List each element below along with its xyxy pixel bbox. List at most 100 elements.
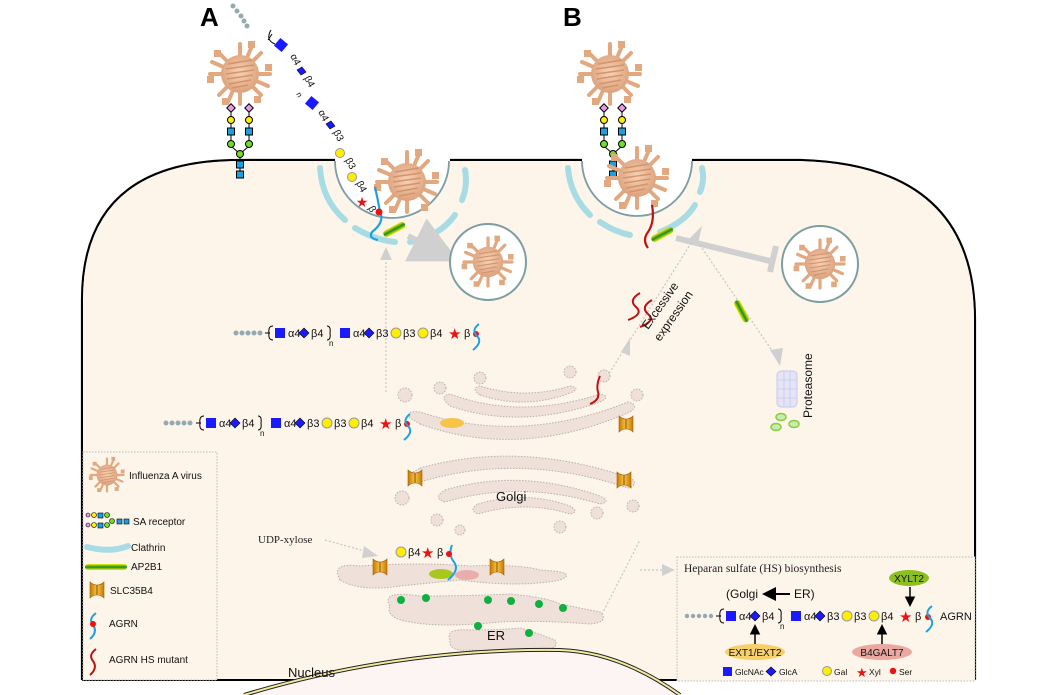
xylt2-enzyme bbox=[429, 569, 453, 579]
trafficking-arrow-b bbox=[604, 231, 699, 381]
ap2b1-icon bbox=[651, 226, 674, 242]
svg-text:★: ★ bbox=[379, 416, 392, 433]
svg-text:β: β bbox=[365, 204, 378, 214]
gal-circle-icon bbox=[841, 610, 853, 622]
svg-text:β3: β3 bbox=[330, 128, 345, 144]
svg-text:n: n bbox=[294, 91, 304, 99]
virus-icon bbox=[205, 39, 274, 107]
udp-xylose-arrow bbox=[324, 539, 369, 553]
legend-label: AGRN HS mutant bbox=[109, 655, 188, 666]
svg-text:β4: β4 bbox=[361, 418, 373, 430]
glcnac-square-icon bbox=[723, 667, 732, 676]
ap2b1-icon bbox=[85, 564, 127, 570]
diagonal-hs-chain: α4 β4 n α4 β3 β3 β4 ★ β bbox=[230, 3, 378, 215]
svg-text:β3: β3 bbox=[854, 611, 866, 623]
legend-label: SLC35B4 bbox=[110, 586, 153, 597]
b4galt7-label: B4GALT7 bbox=[860, 648, 904, 659]
glcnac-square-icon bbox=[726, 611, 736, 621]
panel-label-a: A bbox=[200, 2, 219, 32]
hs-box-title: Heparan sulfate (HS) biosynthesis bbox=[684, 563, 842, 575]
svg-text:GlcNAc: GlcNAc bbox=[735, 667, 765, 677]
svg-text:β3: β3 bbox=[334, 418, 346, 430]
svg-text:β: β bbox=[915, 611, 921, 623]
agrn-icon bbox=[447, 544, 457, 581]
ser-dot-icon bbox=[889, 667, 897, 675]
ap2b1-icon bbox=[734, 300, 750, 323]
panel-label-b: B bbox=[563, 2, 582, 32]
b4galt7-enzyme bbox=[852, 644, 912, 660]
ext-label: EXT1/EXT2 bbox=[729, 648, 782, 659]
cell-membrane bbox=[80, 158, 977, 680]
gal-circle-icon bbox=[868, 610, 880, 622]
svg-text:β4: β4 bbox=[301, 74, 316, 90]
svg-text:β: β bbox=[437, 547, 443, 559]
ribosome-dots bbox=[397, 594, 567, 637]
svg-text:β: β bbox=[395, 418, 401, 430]
gal-circle-icon bbox=[822, 666, 832, 676]
proteasome-icon bbox=[770, 370, 800, 432]
svg-text:β3: β3 bbox=[376, 328, 388, 340]
glca-diamond-icon bbox=[749, 610, 761, 622]
nucleus bbox=[244, 649, 680, 695]
svg-text:α4: α4 bbox=[288, 328, 300, 340]
svg-text:β4: β4 bbox=[430, 328, 442, 340]
svg-text:Ser: Ser bbox=[899, 667, 912, 677]
legend-label: SA receptor bbox=[133, 517, 186, 528]
svg-text:★: ★ bbox=[421, 545, 434, 562]
er-hs-fragment: β4 ★ β bbox=[395, 545, 452, 562]
svg-text:α4: α4 bbox=[804, 611, 816, 623]
inhibition-bar bbox=[767, 245, 779, 273]
legend-label: AGRN bbox=[109, 619, 138, 630]
svg-text:β3: β3 bbox=[827, 611, 839, 623]
svg-text:α4: α4 bbox=[315, 108, 330, 124]
endocytic-pit-b bbox=[581, 160, 693, 217]
svg-text:β4: β4 bbox=[311, 328, 323, 340]
golgi-apparatus bbox=[394, 365, 644, 536]
legend-label: Influenza A virus bbox=[129, 471, 202, 482]
agrn-mutant-icon bbox=[89, 648, 97, 676]
svg-text:GlcA: GlcA bbox=[779, 667, 798, 677]
udp-xylose-label: UDP-xylose bbox=[258, 534, 313, 546]
agrn-icon bbox=[925, 605, 934, 633]
endocytic-pit-a bbox=[334, 160, 450, 219]
legend-label: AP2B1 bbox=[131, 562, 163, 573]
svg-text:β: β bbox=[464, 328, 470, 340]
er-link-line bbox=[599, 539, 641, 619]
svg-text:α4: α4 bbox=[353, 328, 365, 340]
svg-text:β4: β4 bbox=[353, 179, 368, 195]
xyl-star-icon: ★ bbox=[856, 665, 868, 680]
b4galt7-enzyme bbox=[455, 570, 479, 580]
svg-text:Gal: Gal bbox=[834, 667, 847, 677]
svg-text:β4: β4 bbox=[881, 611, 893, 623]
xylt2-enzyme bbox=[889, 570, 929, 586]
xyl-star-icon: ★ bbox=[899, 609, 912, 626]
virus-icon bbox=[372, 147, 441, 215]
er-label: ER bbox=[487, 628, 505, 643]
vesicle-hs-chain: α4 β4 n α4 β3 β3 β4 ★ β bbox=[233, 323, 481, 351]
virus-icon bbox=[602, 143, 671, 211]
glcnac-square-icon bbox=[791, 611, 801, 621]
direction-from: (Golgi bbox=[726, 587, 758, 601]
ser-dot-icon bbox=[375, 208, 383, 216]
internalization-arrow bbox=[405, 218, 459, 262]
svg-text:β3: β3 bbox=[307, 418, 319, 430]
svg-text:β4: β4 bbox=[242, 418, 254, 430]
svg-text:★: ★ bbox=[448, 326, 461, 343]
agrn-label: AGRN bbox=[940, 611, 972, 623]
glca-diamond-icon bbox=[814, 610, 826, 622]
agrn-mutant-icon bbox=[643, 204, 654, 249]
svg-text:n: n bbox=[260, 429, 264, 438]
clathrin-icon bbox=[84, 543, 131, 553]
xylt2-label: XYLT2 bbox=[894, 574, 924, 585]
nucleus-label: Nucleus bbox=[288, 665, 335, 680]
hs-key: GlcNAc GlcA Gal ★ Xyl Ser bbox=[723, 665, 912, 680]
svg-text:β3: β3 bbox=[403, 328, 415, 340]
glca-diamond-icon bbox=[765, 666, 777, 677]
svg-text:n: n bbox=[780, 622, 784, 631]
agrn-icon bbox=[369, 186, 383, 242]
direction-to: ER) bbox=[794, 587, 815, 601]
golgi-label: Golgi bbox=[496, 489, 526, 504]
ext-enzyme bbox=[440, 418, 464, 428]
golgi-hs-chain: α4 β4 n α4 β3 β3 β4 ★ β bbox=[163, 413, 412, 441]
svg-text:β3: β3 bbox=[342, 156, 357, 172]
